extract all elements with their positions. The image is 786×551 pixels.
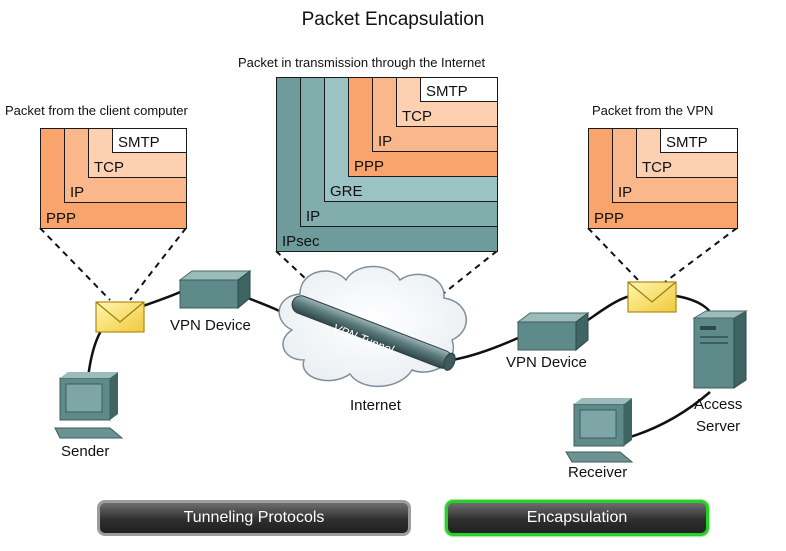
envelope-left-icon (95, 301, 145, 333)
vpn-device-right-label: VPN Device (506, 354, 587, 371)
access-server-label-line1: Access (694, 396, 743, 413)
page-title: Packet Encapsulation (301, 9, 485, 30)
vpn-tunnel (291, 295, 456, 371)
sender-computer-icon (54, 372, 124, 439)
internet-packet-caption: Packet in transmission through the Inter… (238, 55, 486, 70)
packet-layer-smtp: SMTP (112, 128, 187, 153)
client-packet: PPP IP TCP SMTP (40, 128, 187, 229)
vpn-packet-caption: Packet from the VPN (592, 103, 714, 118)
vpn-device-left-icon (178, 270, 252, 310)
client-packet-caption: Packet from the client computer (5, 103, 188, 118)
callout-line (275, 250, 351, 321)
packet-layer-smtp: SMTP (660, 128, 738, 153)
access-server-label-line2: Server (696, 418, 741, 435)
cable (139, 290, 181, 309)
cable (584, 294, 631, 324)
receiver-computer-icon (565, 398, 634, 463)
packet-layer-smtp: SMTP (420, 77, 498, 102)
vpn-device-left-label: VPN Device (170, 317, 251, 334)
vpn-device-right-icon (516, 312, 590, 352)
cable (451, 336, 519, 362)
callout-line (664, 227, 738, 283)
callout-line (587, 227, 641, 283)
encapsulation-button[interactable]: Encapsulation (445, 500, 709, 536)
tunneling-protocols-button[interactable]: Tunneling Protocols (97, 500, 411, 536)
access-server-icon (692, 310, 748, 389)
internet-label: Internet (350, 397, 401, 414)
sender-label: Sender (61, 443, 110, 460)
receiver-label: Receiver (568, 464, 628, 481)
internet-packet: IPsec IP GRE PPP IP TCP SMTP (276, 77, 498, 252)
callout-line (129, 227, 187, 301)
callout-line (39, 227, 111, 301)
vpn-packet: PPP IP TCP SMTP (588, 128, 738, 229)
envelope-right-icon (627, 281, 677, 313)
